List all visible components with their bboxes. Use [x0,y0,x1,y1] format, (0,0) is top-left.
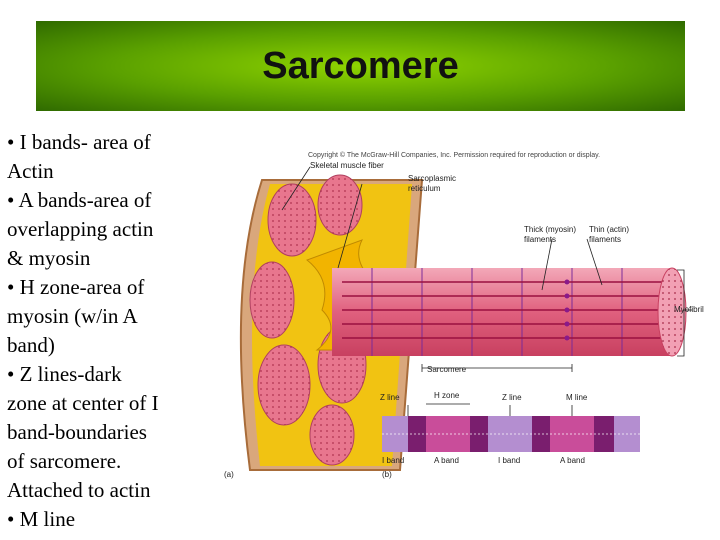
bullet-line: band) [7,333,55,357]
bullet-line: & myosin [7,246,91,270]
band-diagram [382,403,640,452]
bullet-list: • I bands- area of Actin • A bands-area … [7,128,217,534]
label-reticulum: reticulum [408,184,441,193]
label-a-band-left: A band [434,456,459,465]
label-panel-b: (b) [382,470,392,479]
label-z-line-mid: Z line [502,393,522,402]
label-thin-filaments: Thin (actin) [589,225,629,234]
label-myofibril: Myofibril [674,305,704,314]
bullet-line: Attached to actin [7,478,151,502]
myofibril-illustration [332,267,687,357]
label-thin-filaments-2: filaments [589,235,621,244]
slide-title: Sarcomere [262,44,459,87]
bullet-line: myosin (w/in A [7,304,138,328]
label-sarcomere: Sarcomere [427,365,467,374]
label-z-line-left: Z line [380,393,400,402]
bullet-line: of sarcomere. [7,449,122,473]
label-thick-filaments: Thick (myosin) [524,225,576,234]
bullet-line: • H zone-area of [7,275,145,299]
sarcomere-figure: Copyright © The McGraw-Hill Companies, I… [224,151,704,479]
bullet-line: zone at center of I [7,391,159,415]
label-i-band-mid: I band [498,456,520,465]
bullet-line: • Z lines-dark [7,362,122,386]
bullet-line: overlapping actin [7,217,154,241]
label-thick-filaments-2: filaments [524,235,556,244]
label-i-band-left: I band [382,456,404,465]
bullet-line: band-boundaries [7,420,147,444]
bullet-line: • M line [7,507,76,531]
muscle-fiber-illustration [239,174,424,471]
label-skeletal-muscle-fiber: Skeletal muscle fiber [310,161,384,170]
bullet-line: Actin [7,159,54,183]
label-h-zone: H zone [434,391,460,400]
copyright-text: Copyright © The McGraw-Hill Companies, I… [308,151,600,159]
title-bar: Sarcomere [36,21,685,111]
label-sarcoplasmic: Sarcoplasmic [408,174,456,183]
bullet-line: • I bands- area of [7,130,151,154]
bullet-line: • A bands-area of [7,188,152,212]
label-panel-a: (a) [224,470,234,479]
label-m-line: M line [566,393,588,402]
label-a-band-right: A band [560,456,585,465]
